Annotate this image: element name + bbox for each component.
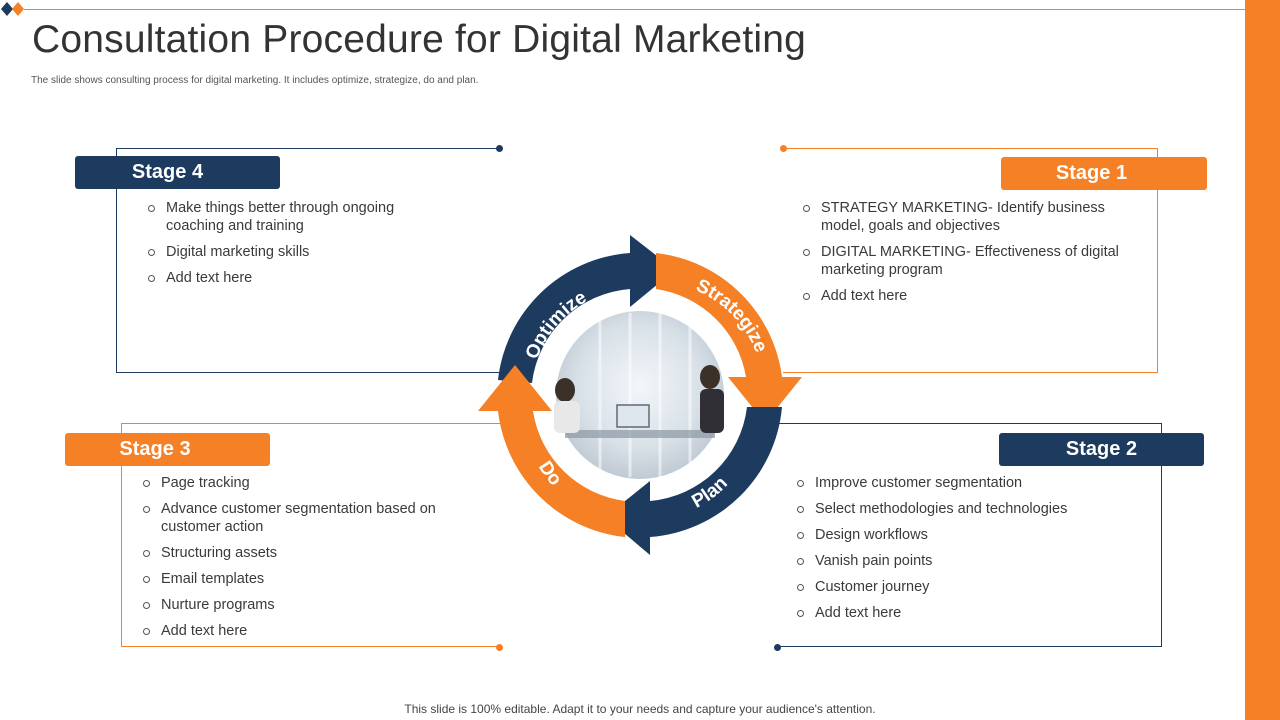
list-item: Page tracking	[143, 474, 463, 492]
list-item: Digital marketing skills	[148, 243, 438, 261]
stage-1-badge: Stage 1	[1001, 157, 1207, 190]
list-item: Structuring assets	[143, 544, 463, 562]
meeting-photo	[554, 311, 724, 479]
list-item: Select methodologies and technologies	[797, 500, 1117, 518]
stage-2-badge: Stage 2	[999, 433, 1204, 466]
frame-dot	[496, 145, 503, 152]
list-item: Customer journey	[797, 578, 1117, 596]
frame-dot	[496, 644, 503, 651]
plan-arrow	[605, 407, 782, 555]
list-item: Email templates	[143, 570, 463, 588]
stage-4-frame	[116, 148, 500, 373]
stage-1-list: STRATEGY MARKETING- Identify business mo…	[803, 199, 1143, 313]
logo-diamonds-icon	[1, 2, 24, 16]
stage-3-frame	[121, 423, 500, 647]
list-item: DIGITAL MARKETING- Effectiveness of digi…	[803, 243, 1143, 279]
frame-dot	[774, 644, 781, 651]
page-title: Consultation Procedure for Digital Marke…	[32, 18, 807, 61]
right-accent-bar	[1245, 0, 1280, 720]
stage-1-frame	[783, 148, 1158, 373]
stage-2-frame	[778, 423, 1162, 647]
list-item: Advance customer segmentation based on c…	[143, 500, 463, 536]
footer-text: This slide is 100% editable. Adapt it to…	[404, 702, 876, 716]
strategize-arrow	[656, 253, 802, 423]
list-item: Add text here	[797, 604, 1117, 622]
stage-2-list: Improve customer segmentation Select met…	[797, 474, 1117, 630]
stage-3-list: Page tracking Advance customer segmentat…	[143, 474, 463, 648]
list-item: Improve customer segmentation	[797, 474, 1117, 492]
stage-4-list: Make things better through ongoing coach…	[148, 199, 438, 295]
list-item: Add text here	[148, 269, 438, 287]
stage-4-badge: Stage 4	[75, 156, 280, 189]
list-item: Add text here	[143, 622, 463, 640]
frame-dot	[780, 145, 787, 152]
list-item: STRATEGY MARKETING- Identify business mo…	[803, 199, 1143, 235]
cycle-diagram: Optimize Strategize Plan Do	[478, 235, 802, 555]
list-item: Vanish pain points	[797, 552, 1117, 570]
list-item: Design workflows	[797, 526, 1117, 544]
do-arrow	[478, 365, 625, 537]
page-subtitle: The slide shows consulting process for d…	[31, 75, 479, 86]
list-item: Add text here	[803, 287, 1143, 305]
top-rule	[24, 9, 1245, 10]
optimize-arrow	[498, 235, 675, 383]
stage-3-badge: Stage 3	[65, 433, 270, 466]
list-item: Make things better through ongoing coach…	[148, 199, 438, 235]
footer-note: This slide is 100% editable. Adapt it to…	[0, 702, 1280, 716]
list-item: Nurture programs	[143, 596, 463, 614]
